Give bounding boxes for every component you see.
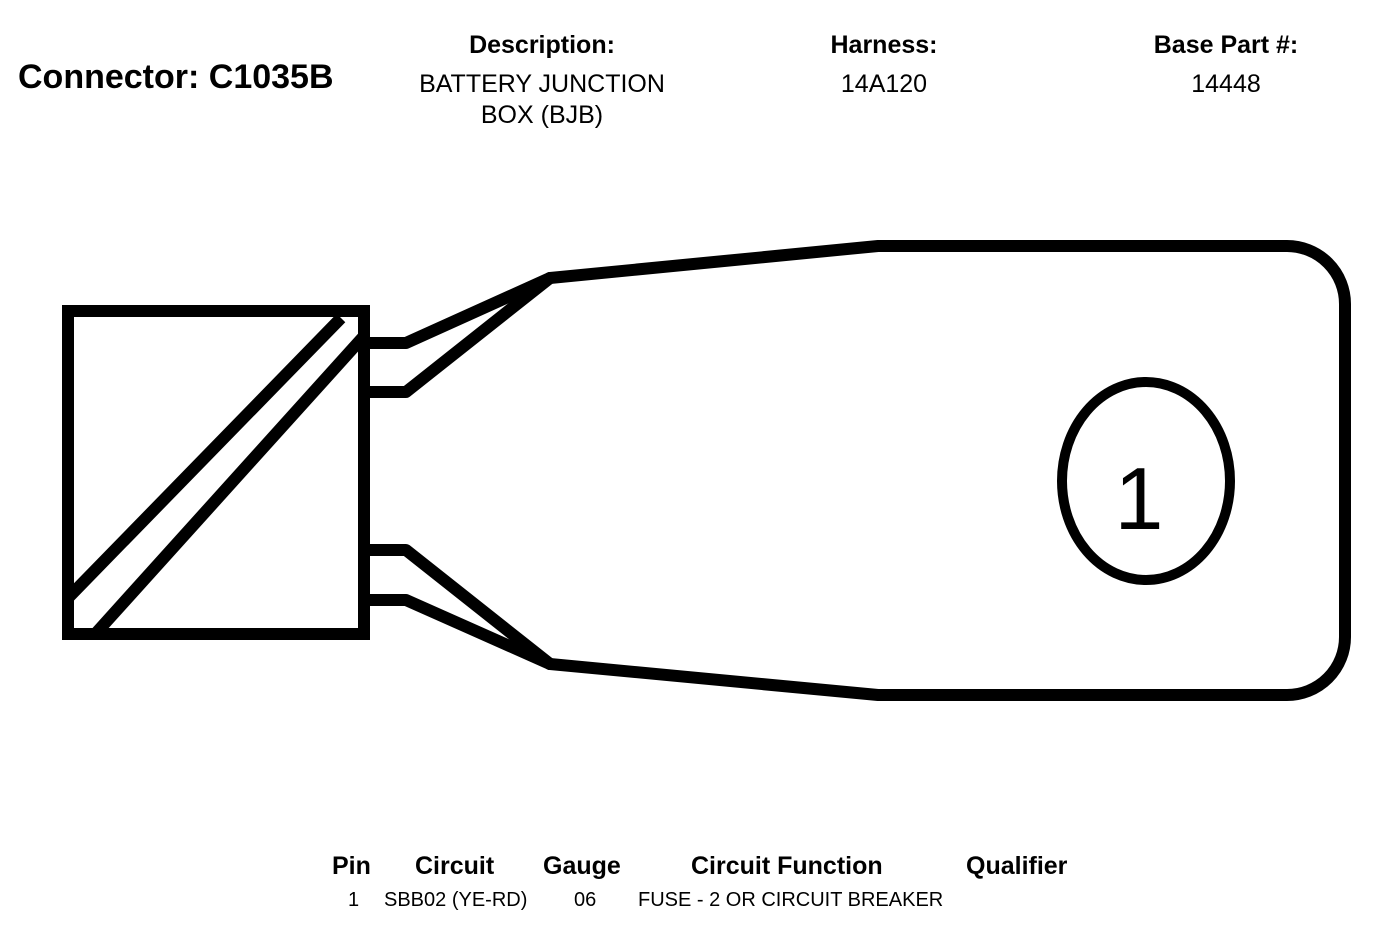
connector-housing [62, 305, 370, 640]
gauge-cell: 06 [574, 889, 597, 911]
base-part-value: 14448 [1191, 70, 1261, 98]
pin-column-header: Pin [332, 852, 371, 880]
qualifier-column-header: Qualifier [966, 852, 1068, 880]
housing-key-stripe-2 [92, 331, 369, 637]
terminal-neck-upper-outer [359, 272, 556, 349]
pin-1-label: 1 [1115, 449, 1164, 548]
base-part-label: Base Part #: [1153, 31, 1299, 59]
terminal-neck-upper-inner [359, 272, 556, 398]
circuit-column-header: Circuit [415, 852, 495, 880]
harness-label: Harness: [830, 31, 938, 59]
terminal-neck-lower-inner [359, 544, 556, 670]
housing-key-stripe-1 [63, 313, 346, 603]
terminal-neck-lower-outer [359, 594, 556, 670]
connector-title: Connector: C1035B [18, 58, 334, 96]
pin-cell: 1 [348, 889, 360, 911]
harness-value: 14A120 [840, 70, 928, 98]
terminal-body-outline [544, 240, 1351, 701]
circuit-cell: SBB02 (YE-RD) [384, 889, 528, 911]
circuit-function-cell: FUSE - 2 OR CIRCUIT BREAKER [638, 889, 944, 911]
description-value: BATTERY JUNCTION BOX (BJB) [419, 70, 665, 129]
pin-1-circle [1057, 377, 1235, 585]
gauge-column-header: Gauge [543, 852, 621, 880]
description-label: Description: [469, 31, 615, 59]
circuit-function-column-header: Circuit Function [691, 852, 883, 880]
